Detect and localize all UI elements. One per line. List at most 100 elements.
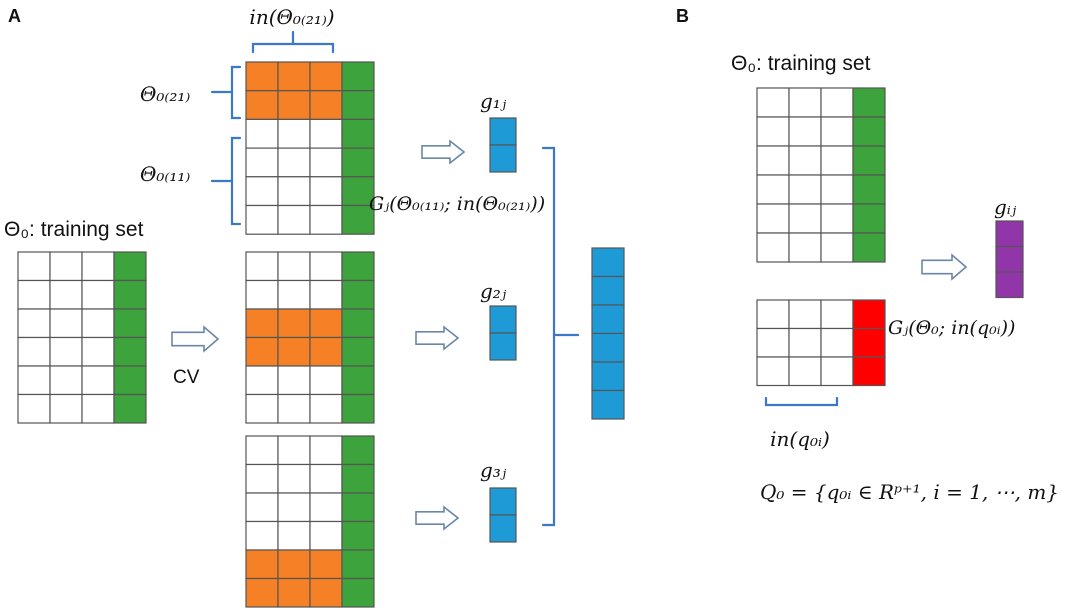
fold-1-matrix-cell xyxy=(341,147,375,178)
fold-2-matrix-cell xyxy=(309,279,343,310)
training-set-matrix-a-cell xyxy=(113,336,147,367)
fold-2-matrix-cell xyxy=(245,251,279,282)
fold-1-matrix-cell xyxy=(341,118,375,149)
g3j-vector-cell xyxy=(489,487,517,516)
fold-1-matrix-cell xyxy=(309,61,343,92)
fold-3-matrix-cell xyxy=(245,463,279,494)
fold-1-matrix-cell xyxy=(309,147,343,178)
query-matrix-cell xyxy=(788,327,822,358)
fold-1-matrix-cell xyxy=(245,176,279,207)
training-set-matrix-b-cell xyxy=(756,174,790,205)
fold-2-matrix-cell xyxy=(341,279,375,310)
fold-2-matrix-cell xyxy=(277,393,311,424)
training-set-matrix-a-cell xyxy=(49,365,83,396)
training-set-matrix-b-cell xyxy=(852,87,886,118)
fold-3-matrix-cell xyxy=(341,549,375,580)
fold-1-matrix-cell xyxy=(245,204,279,235)
arrow-layer xyxy=(171,139,968,531)
training-set-matrix-b-cell xyxy=(788,203,822,234)
fold-1-matrix-cell xyxy=(277,61,311,92)
gj-formula-a: Gⱼ(Θ₀₍₁₁₎; in(Θ₀₍₂₁₎)) xyxy=(369,193,545,215)
fold-1-matrix-cell xyxy=(245,147,279,178)
training-set-matrix-a-cell xyxy=(49,308,83,339)
grid-layer xyxy=(17,61,1024,608)
fold-3-matrix-cell xyxy=(341,435,375,466)
training-set-matrix-a-cell xyxy=(113,365,147,396)
g3j-vector xyxy=(489,487,517,543)
training-set-label-a: Θ₀: training set xyxy=(4,218,144,241)
query-matrix-cell xyxy=(852,356,886,387)
gij-vector-cell xyxy=(995,220,1024,248)
fold-3-matrix-cell xyxy=(277,577,311,608)
fold-3-matrix-cell xyxy=(309,492,343,523)
fold-3-matrix-cell xyxy=(277,520,311,551)
g3j-label: g₃ⱼ xyxy=(480,458,507,482)
g2j-label: g₂ⱼ xyxy=(480,279,507,303)
training-set-matrix-a-cell xyxy=(81,279,115,310)
training-set-matrix-b-cell xyxy=(756,203,790,234)
fold-2-matrix-cell xyxy=(309,365,343,396)
arrow-to-g1j xyxy=(421,139,466,165)
fold-1-matrix-cell xyxy=(309,118,343,149)
fold-2-matrix-cell xyxy=(245,393,279,424)
g1j-vector-cell xyxy=(489,117,517,146)
training-set-matrix-b-cell xyxy=(788,232,822,263)
fold-3-matrix xyxy=(245,435,375,608)
fold-2-matrix-cell xyxy=(245,308,279,339)
fold-3-matrix-cell xyxy=(341,577,375,608)
fold-2-matrix-cell xyxy=(277,251,311,282)
training-set-matrix-b-cell xyxy=(788,174,822,205)
stacked-prediction-vector xyxy=(591,247,625,420)
training-set-matrix-a-cell xyxy=(17,393,51,424)
training-set-matrix-b-cell xyxy=(820,87,854,118)
fold-2-matrix-cell xyxy=(245,279,279,310)
fold-2-matrix-cell xyxy=(277,279,311,310)
fold-3-matrix-cell xyxy=(309,577,343,608)
query-matrix-cell xyxy=(788,299,822,330)
training-set-matrix-b-cell xyxy=(852,232,886,263)
in-theta-021-brace xyxy=(251,30,335,54)
training-set-matrix-b xyxy=(756,87,886,263)
fold-1-matrix-cell xyxy=(277,204,311,235)
training-set-matrix-b-cell xyxy=(788,116,822,147)
fold-1-matrix xyxy=(245,61,375,235)
fold-2-matrix-cell xyxy=(277,308,311,339)
query-matrix-cell xyxy=(820,356,854,387)
in-q0i-brace xyxy=(764,396,839,407)
training-set-matrix-a-cell xyxy=(49,336,83,367)
fold-1-matrix-cell xyxy=(245,61,279,92)
training-set-matrix-b-cell xyxy=(820,232,854,263)
fold-2-matrix-cell xyxy=(309,251,343,282)
fold-3-matrix-cell xyxy=(277,435,311,466)
training-set-matrix-b-cell xyxy=(756,232,790,263)
query-matrix-cell xyxy=(852,299,886,330)
training-set-matrix-b-cell xyxy=(788,145,822,176)
training-set-matrix-a-cell xyxy=(81,251,115,282)
training-set-matrix-a-cell xyxy=(17,365,51,396)
fold-1-matrix-cell xyxy=(341,90,375,120)
stacked-prediction-vector-cell xyxy=(591,304,625,335)
fold-2-matrix xyxy=(245,251,375,424)
training-set-matrix-a-cell xyxy=(113,251,147,282)
fold-1-matrix-cell xyxy=(341,61,375,92)
arrow-to-g3j xyxy=(415,505,460,531)
fold-2-matrix-cell xyxy=(341,308,375,339)
training-set-matrix-b-cell xyxy=(820,116,854,147)
theta-011-label: Θ₀₍₁₁₎ xyxy=(140,162,190,186)
arrow-to-gij xyxy=(921,253,968,281)
fold-2-matrix-cell xyxy=(341,393,375,424)
gij-vector-cell xyxy=(995,245,1024,273)
gij-vector xyxy=(995,220,1024,299)
fold-1-matrix-cell xyxy=(245,118,279,149)
gij-vector-cell xyxy=(995,271,1024,299)
training-set-matrix-a-cell xyxy=(17,251,51,282)
g1j-label: g₁ⱼ xyxy=(480,89,507,113)
training-set-matrix-a-cell xyxy=(17,336,51,367)
training-set-matrix-a-cell xyxy=(113,279,147,310)
query-matrix-cell xyxy=(788,356,822,387)
query-matrix-cell xyxy=(756,299,790,330)
fold-3-matrix-cell xyxy=(277,463,311,494)
training-set-matrix-b-cell xyxy=(852,116,886,147)
training-set-matrix-a xyxy=(17,251,147,424)
fold-2-matrix-cell xyxy=(277,365,311,396)
